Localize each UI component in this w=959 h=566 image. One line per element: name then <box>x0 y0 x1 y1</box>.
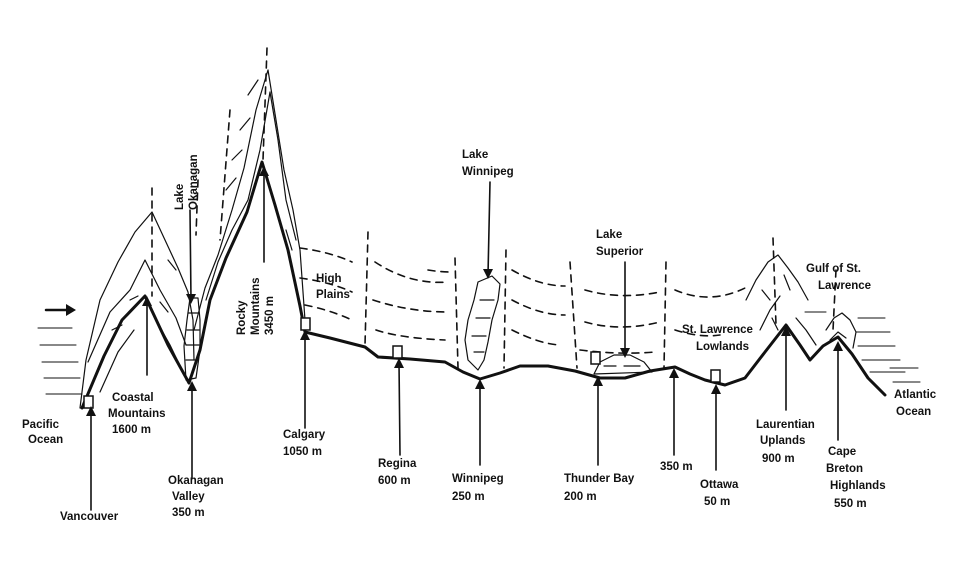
pointer-arrows <box>90 169 839 511</box>
city-markers <box>83 317 721 409</box>
lake-okanagan-label: Lake Okanagan <box>174 154 200 210</box>
coastal-mountains-label: Coastal Mountains 1600 m <box>108 392 169 436</box>
winnipeg-label: Winnipeg 250 m <box>452 473 507 503</box>
arrow-heads <box>86 166 843 416</box>
atlantic-ocean-label: Atlantic Ocean <box>894 389 939 418</box>
gulf-water <box>804 311 906 373</box>
high-plains-label: High Plains <box>316 273 350 301</box>
laurentian-outline <box>745 254 817 346</box>
atlantic-water <box>889 367 921 383</box>
pacific-water <box>37 327 83 395</box>
cape-breton-outline <box>825 312 857 349</box>
regina-marker <box>392 345 403 359</box>
calgary-label: Calgary 1050 m <box>283 429 328 458</box>
pacific-ocean-label: Pacific Ocean <box>22 419 63 446</box>
lake-superior-label: Lake Superior <box>596 229 644 258</box>
coastal-mountains-outline <box>79 211 195 409</box>
vancouver-label: Vancouver <box>60 511 119 523</box>
ottawa-marker <box>710 369 721 383</box>
laurentian-uplands-label: Laurentian Uplands 900 m <box>756 419 818 465</box>
elev-350-label: 350 m <box>660 461 693 473</box>
okanagan-valley-label: Okanagan Valley 350 m <box>168 475 227 519</box>
wind-arrow <box>44 304 76 316</box>
lake-superior-shape <box>593 354 653 375</box>
st-lawrence-lowlands-label: St. Lawrence Lowlands <box>682 324 756 353</box>
thunder-bay-marker <box>590 351 601 365</box>
rocky-mountains-label: Rocky Mountains 3450 m <box>236 274 276 335</box>
rocky-mountains-outline <box>193 69 306 331</box>
lake-okanagan-shape <box>183 297 201 381</box>
thunder-bay-label: Thunder Bay 200 m <box>564 473 638 503</box>
gulf-st-lawrence-label: Gulf of St. Lawrence <box>806 263 871 292</box>
lake-winnipeg-label: Lake Winnipeg <box>462 149 514 178</box>
vancouver-marker <box>83 395 94 409</box>
terrain-profile <box>80 160 887 410</box>
calgary-marker <box>300 317 311 331</box>
ottawa-label: Ottawa 50 m <box>700 479 742 508</box>
regina-label: Regina 600 m <box>378 458 420 487</box>
lake-winnipeg-shape <box>464 275 501 371</box>
dashed-contours <box>299 247 746 354</box>
cape-breton-label: Cape Breton Highlands 550 m <box>826 446 889 510</box>
dashed-guides <box>151 47 837 369</box>
